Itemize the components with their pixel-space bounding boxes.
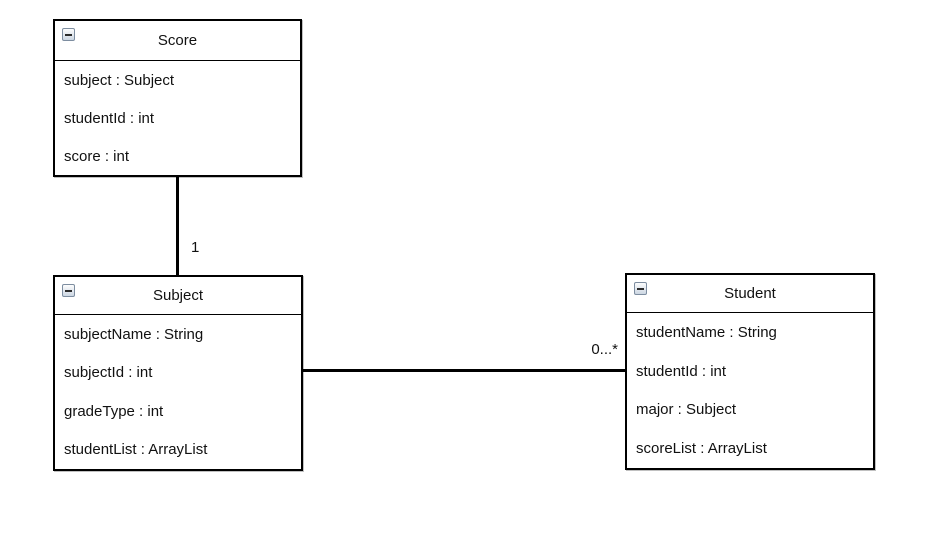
minus-glyph xyxy=(65,33,72,36)
class-box-score[interactable]: Score subject : Subject studentId : int … xyxy=(53,19,302,177)
class-title: Student xyxy=(724,285,776,302)
field-row: studentId : int xyxy=(636,362,727,380)
field-row: score : int xyxy=(64,147,130,165)
collapse-minus-icon[interactable] xyxy=(62,28,75,41)
minus-glyph xyxy=(65,289,72,292)
connector-score-subject[interactable] xyxy=(176,177,179,275)
collapse-minus-icon[interactable] xyxy=(634,282,647,295)
multiplicity-label-score-subject: 1 xyxy=(191,239,200,256)
field-row: subjectId : int xyxy=(64,364,153,382)
connector-subject-student[interactable] xyxy=(303,369,625,372)
multiplicity-label-subject-student: 0...* xyxy=(591,341,618,358)
class-box-student[interactable]: Student studentName : String studentId :… xyxy=(625,273,875,470)
minus-glyph xyxy=(637,287,644,290)
collapse-minus-icon[interactable] xyxy=(62,284,75,297)
class-title-bar: Subject xyxy=(55,277,301,315)
field-row: gradeType : int xyxy=(64,402,164,420)
field-row: subject : Subject xyxy=(64,71,175,89)
field-row: major : Subject xyxy=(636,401,737,419)
field-row: subjectName : String xyxy=(64,325,204,343)
class-title-bar: Student xyxy=(627,275,873,313)
field-row: scoreList : ArrayList xyxy=(636,440,767,458)
class-box-subject[interactable]: Subject subjectName : String subjectId :… xyxy=(53,275,303,471)
class-fields: subjectName : String subjectId : int gra… xyxy=(55,315,301,469)
class-fields: studentName : String studentId : int maj… xyxy=(627,313,873,468)
field-row: studentId : int xyxy=(64,109,155,127)
class-title-bar: Score xyxy=(55,21,300,61)
class-fields: subject : Subject studentId : int score … xyxy=(55,61,300,175)
field-row: studentList : ArrayList xyxy=(64,441,208,459)
class-title: Subject xyxy=(152,287,204,304)
field-row: studentName : String xyxy=(636,323,777,341)
class-title: Score xyxy=(157,32,198,49)
